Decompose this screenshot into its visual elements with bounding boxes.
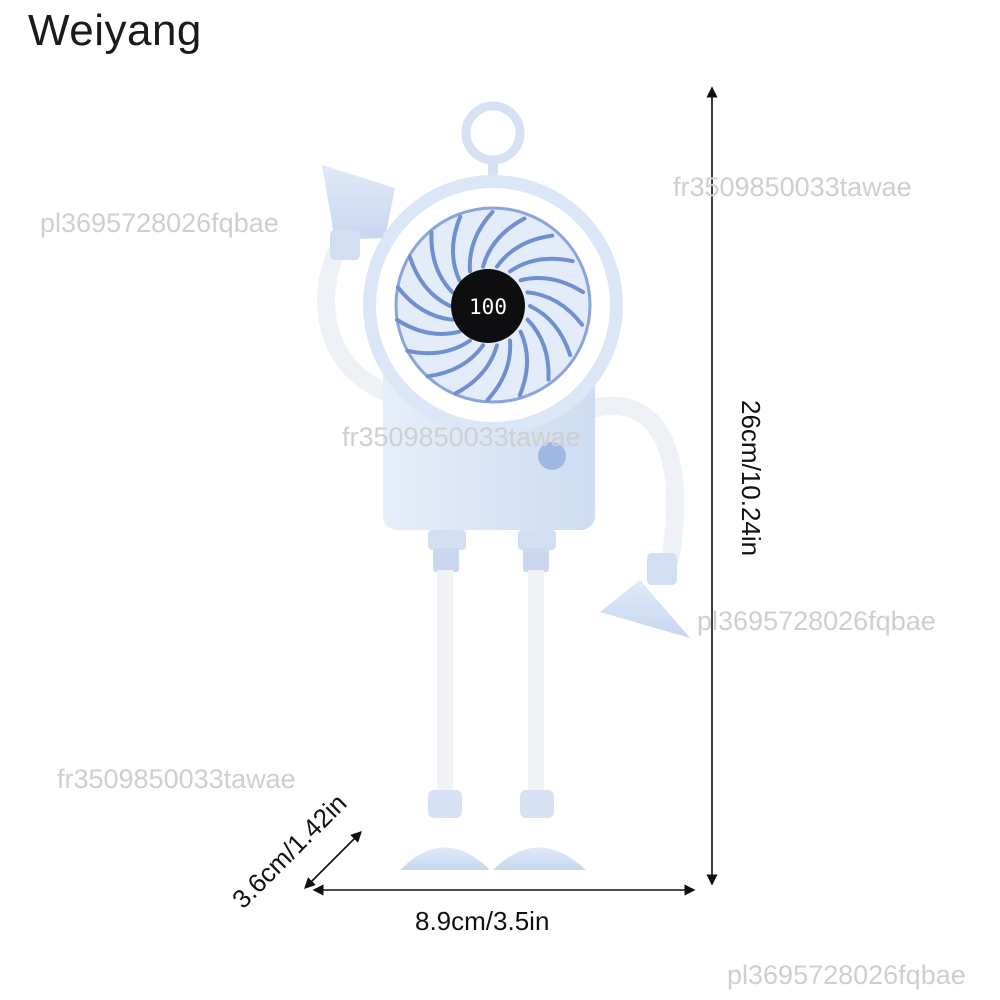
fan-blade [395, 285, 455, 322]
depth-dimension-arrow [304, 831, 362, 889]
watermark: pl3695728026fqbae [727, 960, 966, 990]
right-arm [586, 396, 690, 638]
watermark: pl3695728026fqbae [697, 606, 936, 636]
left-leg [400, 530, 490, 870]
fan-blade [451, 214, 463, 283]
fan-blade [453, 343, 499, 396]
fan-blade [405, 338, 472, 356]
watermark: pl3695728026fqbae [40, 208, 279, 238]
watermark: fr3509850033tawae [342, 422, 581, 452]
watermark: fr3509850033tawae [57, 764, 296, 794]
fan-blade [517, 329, 529, 398]
fan-blade [481, 216, 527, 269]
fan-blade [395, 317, 462, 336]
fan-blades [395, 210, 585, 402]
width-label: 8.9cm/3.5in [415, 906, 549, 936]
fan-blade [485, 338, 513, 402]
watermark: fr3509850033tawae [673, 172, 912, 202]
power-button[interactable] [538, 442, 566, 470]
right-leg [493, 530, 586, 870]
fan-blade [525, 290, 585, 327]
fan-blade [494, 233, 555, 269]
left-arm [317, 165, 404, 404]
fan-blade [407, 254, 452, 308]
depth-label: 3.6cm/1.42in [226, 788, 352, 914]
fan-blade [525, 317, 551, 382]
fan-blade [467, 210, 495, 274]
display-reading: 100 [469, 295, 507, 319]
fan-blade [429, 230, 455, 295]
height-label: 26cm/10.24in [736, 400, 766, 556]
fan-blade [518, 276, 585, 295]
fan-blade [425, 343, 486, 379]
fan-blade [508, 256, 575, 274]
fan-blade [528, 304, 573, 358]
hanging-loop [461, 101, 525, 184]
brand-title: Weiyang [28, 6, 202, 55]
digital-display: 100 [451, 269, 525, 343]
